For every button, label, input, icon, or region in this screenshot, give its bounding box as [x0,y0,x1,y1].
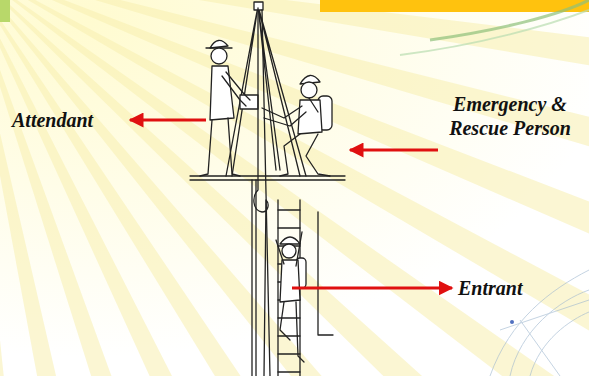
role-label: Emergency & Rescue Person [440,92,580,140]
role-label: Attendant [12,108,93,132]
ground-platform [190,176,345,180]
leader-arrow [350,149,438,152]
shaft-wall [318,212,333,335]
entrant-figure [276,232,306,362]
tripod [226,6,306,176]
decor-dot [510,320,514,324]
decor-curve [400,10,589,55]
leader-arrow [292,287,452,290]
ray [0,0,54,376]
ray [0,0,369,376]
ladder-rungs [278,210,300,372]
top-bar [320,0,589,12]
corner-mark [0,0,10,22]
ladder-rung [278,227,300,228]
ladder-rung [278,371,300,372]
lifeline-rope [262,10,270,376]
leader-arrow [130,119,206,122]
attendant-figure [200,40,250,176]
rescue-person-figure [262,75,332,176]
ladder-rung [278,353,300,354]
ray [0,0,162,376]
shaft-wall [252,180,256,376]
ladder-rung [278,209,300,210]
role-label: Entrant [458,276,522,300]
